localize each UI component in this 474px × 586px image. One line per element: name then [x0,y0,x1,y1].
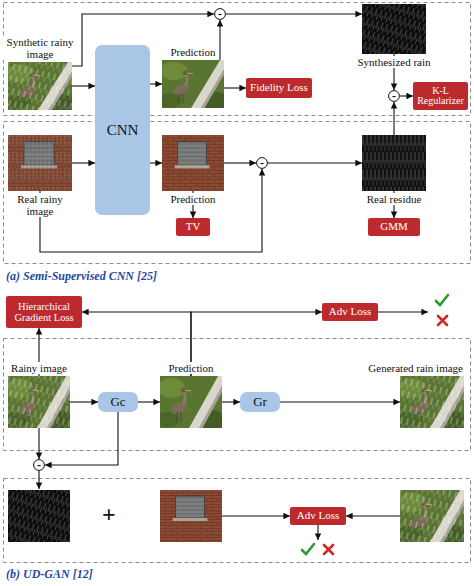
connector-arrow [40,169,262,252]
rain-layer [362,4,426,54]
node-label: - [260,158,264,169]
connector-arrow [226,13,362,14]
image-node: Rainy image [8,376,70,428]
node-label: K-L Regularizer [415,86,466,107]
connector-arrow [224,162,256,163]
connector-arrow [45,412,118,465]
loss-box: TV [176,218,210,236]
image-caption: Real residue [366,193,423,205]
loss-box: GMM [368,218,420,236]
subtract-op: - [33,459,45,471]
image-node: Real rainy image [8,135,72,191]
node-label: Adv Loss [329,306,371,318]
cross-mark [324,545,333,554]
node-label: Gr [253,394,267,410]
loss-box: Hierarchical Gradient Loss [6,296,82,328]
clean-photo [158,60,228,110]
loss-box: Adv Loss [290,507,346,525]
clean-photo [156,376,226,430]
connector-arrow [138,401,160,402]
node-label: Gc [110,394,125,410]
image-node: Synthesized rain [362,4,426,54]
node-label: Fidelity Loss [250,82,308,94]
image-caption: Generated rain image [367,362,464,374]
operator-circle [257,158,268,169]
flow-arrow [38,471,39,489]
connector-arrow [268,162,362,163]
image-node: Prediction [162,60,224,108]
node-label: TV [186,221,201,233]
operator-circle [34,460,45,471]
network-box: Gr [240,392,280,412]
operator-circle [215,9,226,20]
node-label: Hierarchical Gradient Loss [8,301,80,323]
dashed-group [4,122,471,264]
image-node: Real residue [362,135,426,191]
connector-arrow [72,85,95,86]
connector-arrow [393,102,394,135]
flow-arrow [222,515,290,516]
rainy-photo [4,62,76,112]
image-node: Prediction [162,135,224,191]
flow-arrow [378,311,428,312]
clean-photo [160,490,222,542]
image-node: Prediction [160,376,222,428]
rainy-photo [396,490,468,544]
dashed-group [4,339,471,451]
node-label: - [37,460,41,471]
loss-box: K-L Regularizer [413,82,468,110]
connector-arrow [280,401,400,402]
cross-mark [438,316,447,325]
network-box: Gc [98,392,138,412]
operator-circle [389,91,400,102]
image-node: Synthetic rainy image [8,62,72,110]
image-caption: Real rainy image [7,193,73,217]
image-caption: Prediction [167,362,214,374]
subtract-op: - [256,157,268,169]
connector-arrow [38,428,39,459]
flow-arrow [346,515,400,516]
connector-arrow [70,401,98,402]
network-box: CNN [95,45,150,215]
node-label: GMM [380,221,408,233]
rainy-photo [4,376,74,430]
connector-arrow [400,95,413,96]
subfigure-caption: (a) Semi-Supervised CNN [25] [6,269,157,284]
connector-arrow [222,401,240,402]
connector-arrow [150,162,162,163]
check-mark [302,544,314,554]
dashed-group [4,479,471,563]
node-label: - [218,9,222,20]
plus-sign: + [102,502,116,526]
check-mark [436,295,448,305]
image-caption: Prediction [169,193,216,205]
node-label: - [392,91,396,102]
connector-arrow [224,87,246,88]
loss-box: Adv Loss [322,303,378,321]
subtract-op: - [388,90,400,102]
connector-arrow [150,83,162,84]
loss-box: Fidelity Loss [246,78,312,98]
image-caption: Synthetic rainy image [0,36,81,60]
subfigure-caption: (b) UD-GAN [12] [6,567,93,582]
image-caption: Synthesized rain [356,56,431,68]
node-label: CNN [107,122,139,139]
node-label: Adv Loss [297,510,339,522]
rainy-photo [396,376,468,430]
image-caption: Rainy image [10,362,68,374]
image-node: Generated rain image [400,376,464,428]
rainy-photo [8,135,72,191]
clean-photo [162,135,224,191]
image-caption: Prediction [169,46,216,58]
flow-arrow [317,525,318,540]
rain-residue [362,135,426,191]
connector-arrow [72,162,95,163]
rain-layer [8,490,70,542]
connector-arrow [219,20,220,60]
subtract-op: - [214,8,226,20]
